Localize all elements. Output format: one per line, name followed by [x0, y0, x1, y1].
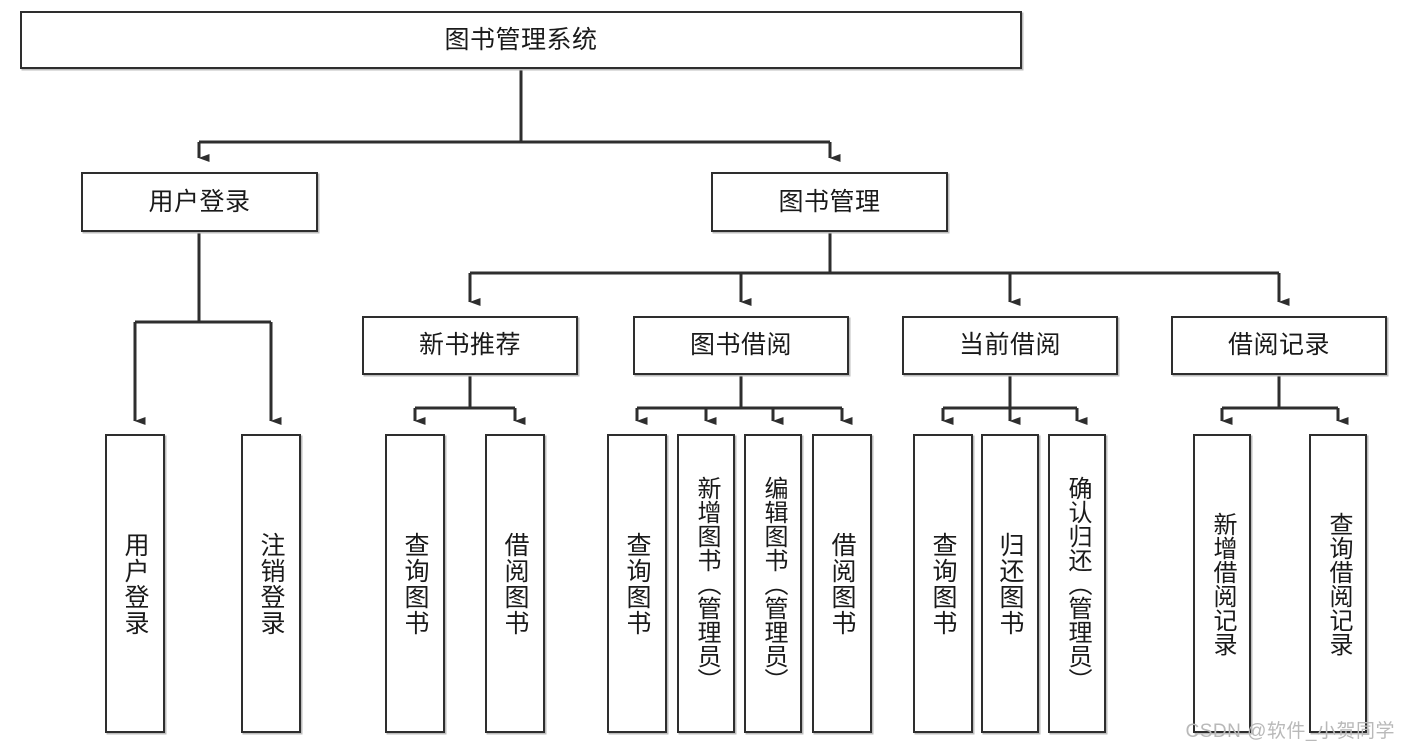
leaf-add-record[interactable]: 新增借阅记录 — [1193, 434, 1251, 733]
node-root[interactable]: 图书管理系统 — [20, 11, 1022, 69]
leaf-user-logout-label: 注销登录 — [257, 531, 285, 636]
leaf-edit-book-label: 编辑图书（管理员） — [759, 475, 787, 692]
leaf-query-book-3[interactable]: 查询图书 — [913, 434, 973, 733]
leaf-query-book-1[interactable]: 查询图书 — [385, 434, 445, 733]
node-current-borrow-label: 当前借阅 — [958, 331, 1061, 359]
node-book-management[interactable]: 图书管理 — [711, 172, 948, 232]
leaf-add-book-label: 新增图书（管理员） — [692, 475, 720, 692]
node-new-book-recommend[interactable]: 新书推荐 — [362, 316, 578, 375]
leaf-query-book-3-label: 查询图书 — [929, 531, 957, 636]
leaf-query-record[interactable]: 查询借阅记录 — [1309, 434, 1367, 733]
leaf-borrow-book-2-label: 借阅图书 — [828, 531, 856, 636]
leaf-query-book-2[interactable]: 查询图书 — [607, 434, 667, 733]
node-borrow-record-label: 借阅记录 — [1227, 331, 1330, 359]
node-book-management-label: 图书管理 — [778, 187, 881, 216]
leaf-query-book-2-label: 查询图书 — [623, 531, 651, 636]
leaf-confirm-return[interactable]: 确认归还（管理员） — [1048, 434, 1106, 733]
csdn-watermark: CSDN @软件_小贺同学 — [1185, 721, 1395, 742]
leaf-borrow-book-1-label: 借阅图书 — [501, 531, 529, 636]
node-new-book-recommend-label: 新书推荐 — [418, 331, 521, 359]
node-book-borrow-label: 图书借阅 — [689, 331, 792, 359]
leaf-add-record-label: 新增借阅记录 — [1208, 511, 1236, 656]
leaf-query-record-label: 查询借阅记录 — [1324, 511, 1352, 656]
node-root-label: 图书管理系统 — [444, 25, 598, 54]
leaf-return-book[interactable]: 归还图书 — [981, 434, 1039, 733]
node-borrow-record[interactable]: 借阅记录 — [1171, 316, 1387, 375]
leaf-user-logout[interactable]: 注销登录 — [241, 434, 301, 733]
leaf-borrow-book-2[interactable]: 借阅图书 — [812, 434, 872, 733]
leaf-query-book-1-label: 查询图书 — [401, 531, 429, 636]
leaf-user-login-label: 用户登录 — [121, 531, 149, 636]
node-user-login[interactable]: 用户登录 — [81, 172, 318, 232]
leaf-confirm-return-label: 确认归还（管理员） — [1063, 475, 1091, 692]
node-book-borrow[interactable]: 图书借阅 — [633, 316, 849, 375]
leaf-add-book[interactable]: 新增图书（管理员） — [677, 434, 735, 733]
leaf-user-login[interactable]: 用户登录 — [105, 434, 165, 733]
node-user-login-label: 用户登录 — [148, 187, 251, 216]
leaf-return-book-label: 归还图书 — [996, 531, 1024, 636]
leaf-edit-book[interactable]: 编辑图书（管理员） — [744, 434, 802, 733]
leaf-borrow-book-1[interactable]: 借阅图书 — [485, 434, 545, 733]
node-current-borrow[interactable]: 当前借阅 — [902, 316, 1118, 375]
